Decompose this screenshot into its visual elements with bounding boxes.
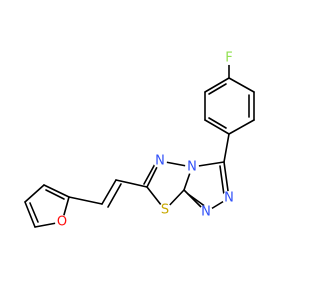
- vinyl-linker: [68, 179, 148, 208]
- bond: [204, 119, 230, 135]
- bond: [187, 193, 207, 208]
- bond: [228, 77, 255, 93]
- bond: [107, 183, 122, 208]
- bond: [204, 77, 230, 93]
- sulfur-atom-label: S: [161, 203, 169, 218]
- bond: [24, 201, 36, 228]
- bond: [208, 83, 227, 95]
- bond: [143, 163, 156, 185]
- bond: [29, 202, 39, 223]
- oxygen-atom-label: O: [57, 215, 67, 230]
- bond: [219, 165, 225, 196]
- bond: [101, 179, 117, 205]
- bond: [223, 133, 230, 163]
- bond: [43, 184, 70, 198]
- bond: [208, 117, 227, 129]
- fluorine-atom-label: F: [225, 51, 232, 66]
- atom-labels: F N N N N S O: [55, 51, 236, 230]
- fluorophenyl-ring: [204, 77, 255, 135]
- bond: [228, 119, 255, 135]
- nitrogen-atom-label: N: [155, 154, 165, 169]
- molecule-canvas: F N N N N S O: [24, 50, 255, 230]
- nitrogen-atom-label: N: [224, 191, 234, 206]
- nitrogen-atom-label: N: [187, 160, 197, 175]
- nitrogen-atom-label: N: [201, 205, 211, 220]
- molecule-structure: F N N N N S O: [24, 51, 255, 230]
- bond: [115, 179, 148, 188]
- bond: [24, 184, 45, 203]
- bond: [45, 189, 65, 200]
- bond: [68, 196, 103, 205]
